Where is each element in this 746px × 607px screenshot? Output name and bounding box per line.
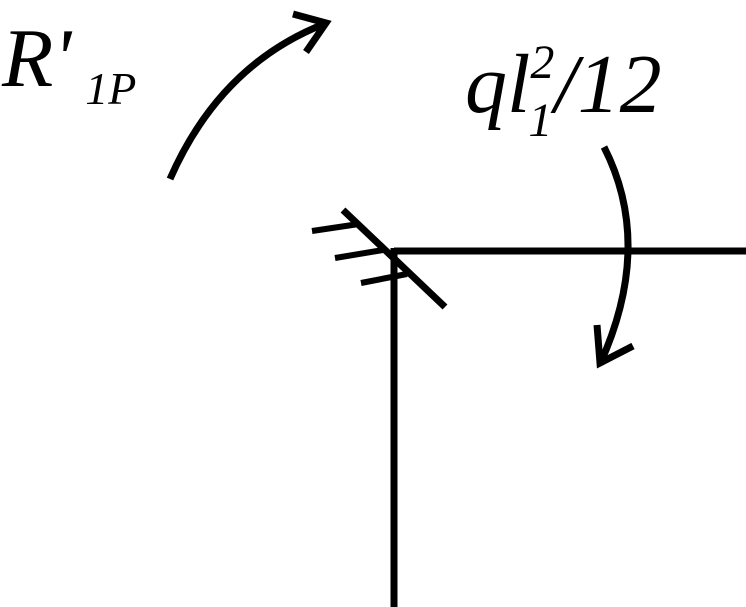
moment-arrow-head bbox=[593, 324, 635, 369]
reaction-arrow-head bbox=[292, 10, 332, 54]
moment-label-q: q bbox=[465, 38, 507, 131]
moment-label-l: l bbox=[507, 38, 530, 131]
moment-arrow-icon bbox=[593, 145, 635, 369]
reaction-arrow-arc bbox=[166, 20, 326, 181]
moment-arrow-arc bbox=[596, 145, 632, 366]
frame-members bbox=[390, 247, 746, 607]
moment-label-superscript: 2 bbox=[530, 36, 554, 89]
support-hatch bbox=[311, 221, 360, 234]
moment-label-subscript: 1 bbox=[528, 94, 552, 147]
support-hatch bbox=[360, 271, 408, 286]
reaction-label-subscript: 1P bbox=[85, 63, 136, 114]
support-hatch bbox=[334, 247, 384, 261]
moment-label-suffix: /12 bbox=[550, 38, 661, 131]
support-line bbox=[340, 207, 448, 310]
reaction-label-main: R' bbox=[1, 12, 73, 105]
reaction-arrow-icon bbox=[166, 10, 332, 181]
reaction-label: R'1P bbox=[1, 12, 136, 114]
fixed-support-icon bbox=[311, 207, 448, 310]
